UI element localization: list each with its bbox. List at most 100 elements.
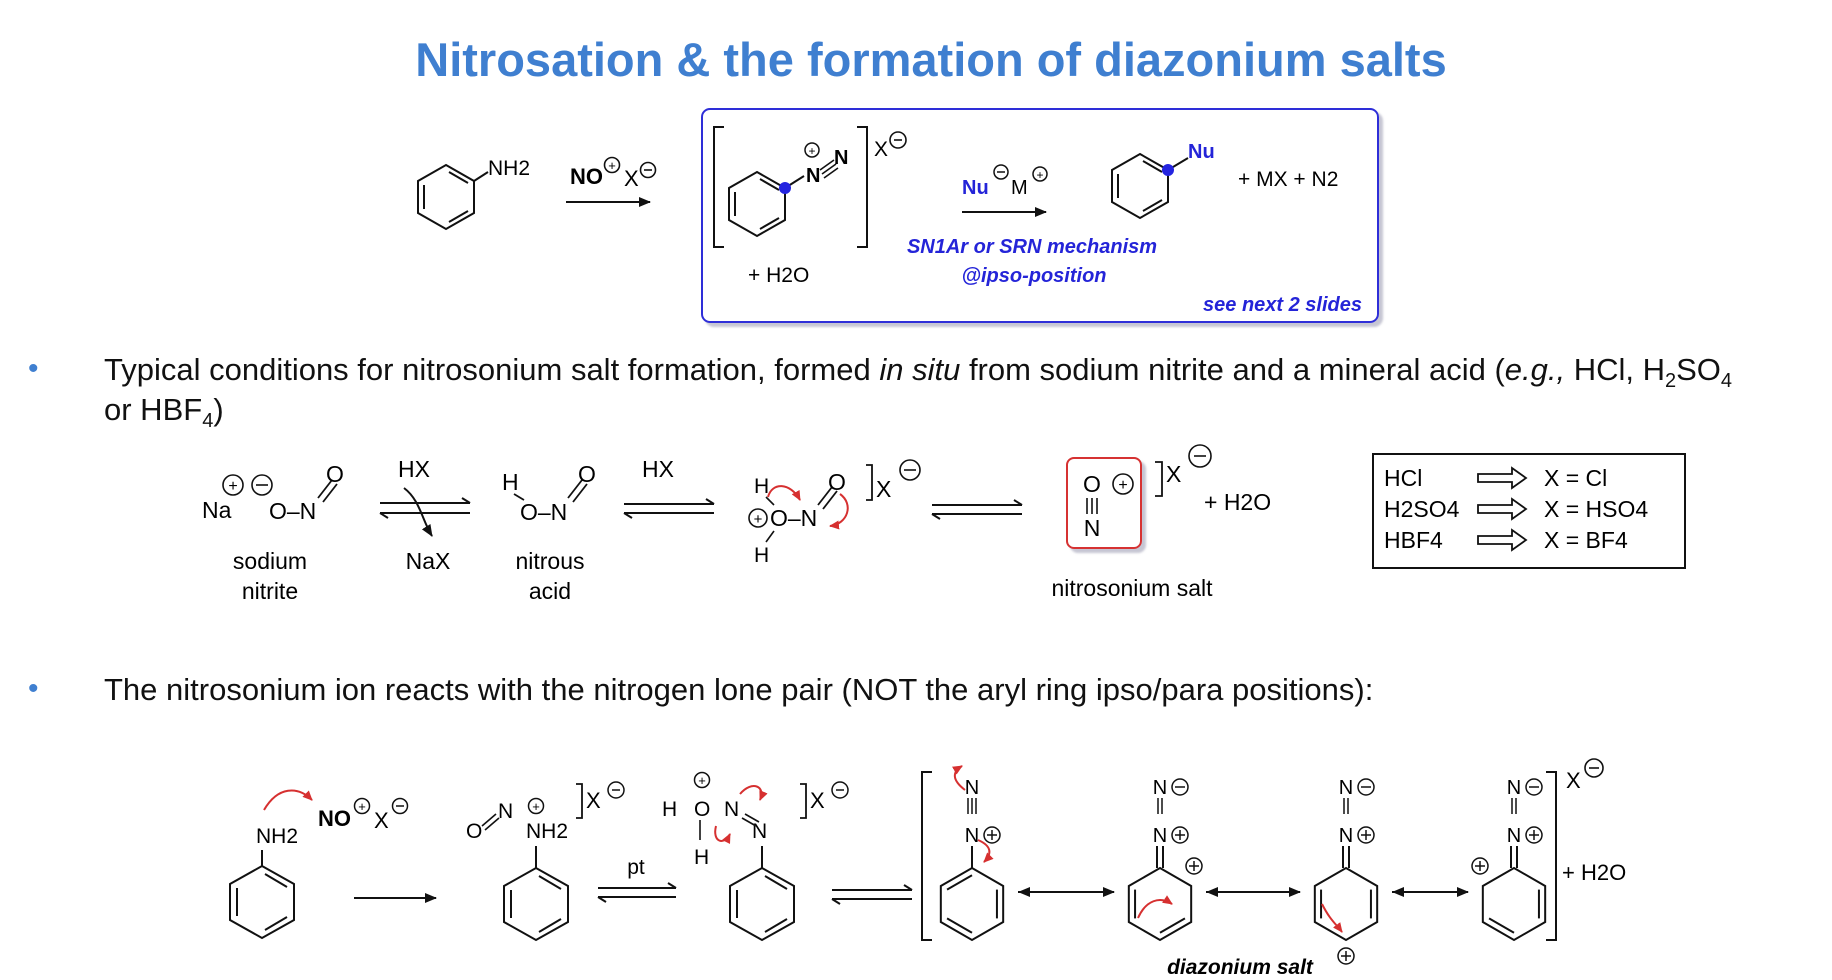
nn-n-label: N <box>498 800 513 823</box>
resonance-n-inner: N <box>1153 825 1167 847</box>
bullet-1-text-b: from sodium nitrite and a mineral acid ( <box>960 352 1505 387</box>
sodium-nitrite-label-1: sodium <box>233 548 307 574</box>
svg-text:+: + <box>1118 477 1127 494</box>
bullet-1-text-a: Typical conditions for nitrosonium salt … <box>104 352 880 387</box>
plus-charge-icon <box>804 142 820 158</box>
plus-charge-icon <box>1185 857 1203 875</box>
svg-text:+: + <box>1036 168 1043 182</box>
nitrous-h-label: H <box>502 469 519 495</box>
minus-charge-icon <box>391 797 409 815</box>
resonance-bracket: X + H2O diazonium salt <box>921 758 1626 979</box>
ipso-dot-icon <box>779 182 791 194</box>
plus-charge-icon <box>1032 166 1048 182</box>
o-n-label: O–N <box>269 498 316 524</box>
minus-charge-icon <box>889 131 907 149</box>
ipso-dot-icon <box>1162 164 1174 176</box>
resonance-n-inner: N <box>1339 825 1353 847</box>
nitrous-label-1: nitrous <box>515 548 584 574</box>
mechanism-line-1: SN1Ar or SRN mechanism <box>907 236 1157 258</box>
ph-h-bottom: H <box>754 544 769 567</box>
equilibrium-2: HX <box>623 456 715 519</box>
aniline-top: NH2 <box>417 157 530 231</box>
bullet-1-text-c: HCl, H <box>1565 352 1665 387</box>
top-no-reagent: NO <box>570 164 603 189</box>
acid-table-acid: HCl <box>1384 465 1422 491</box>
bullet-dot-1: • <box>28 352 39 385</box>
bullet-1-line-1: Typical conditions for nitrosonium salt … <box>104 352 1732 393</box>
bullet-1-sub-4: 4 <box>1720 370 1733 393</box>
top-reagent: NO + X <box>566 156 657 207</box>
diazonium-n1: N <box>806 165 820 187</box>
equilibrium-3 <box>931 499 1023 520</box>
top-x-counterion: X <box>624 166 639 191</box>
minus-charge-icon <box>607 781 625 799</box>
benzene-ring <box>939 866 1005 942</box>
diazonium-n2: N <box>834 147 848 169</box>
benzene-ring <box>1313 866 1379 942</box>
svg-text:+: + <box>608 158 616 173</box>
bullet-2-text: The nitrosonium ion reacts with the nitr… <box>104 672 1374 707</box>
minus-charge-icon <box>1171 778 1189 796</box>
protonated-nitrous-acid: H + O–N H O X <box>748 459 921 567</box>
curved-arrow-red <box>739 785 768 801</box>
minus-charge-icon <box>1525 778 1543 796</box>
bullet-1-sub-4b: 4 <box>202 410 214 433</box>
diazohydroxide: N N + H O H X <box>662 771 849 942</box>
nucleophile-step: Nu M + SN1Ar or SRN mechanism @ipso-posi… <box>907 164 1157 287</box>
pt-label: pt <box>627 856 645 879</box>
equilibrium-4 <box>831 884 913 905</box>
curved-arrow-red <box>951 765 966 791</box>
diazonium-bracket: N + N X + H2O <box>713 126 907 287</box>
minus-charge-icon <box>639 161 657 179</box>
curved-arrow-red <box>767 485 801 501</box>
bullet-1-line-2: or HBF4) <box>104 392 224 433</box>
implies-arrow-icon <box>1477 497 1528 521</box>
acid-table-acid: HBF4 <box>1384 527 1443 553</box>
bullet-1-text-d: SO <box>1676 352 1721 387</box>
plus-charge-icon <box>1357 826 1375 844</box>
plus-charge-icon <box>527 797 545 815</box>
proton-transfer-step: pt <box>597 856 677 903</box>
plus-charge-icon <box>353 797 371 815</box>
top-water: + H2O <box>748 264 809 287</box>
hx-label-1: HX <box>398 456 430 482</box>
plus-charge-icon <box>1525 826 1543 844</box>
top-nh2-label: NH2 <box>488 157 530 180</box>
curved-arrow-red <box>1137 895 1173 919</box>
bullet-1-text-e: or HBF <box>104 392 203 427</box>
bullet-1-sub-2: 2 <box>1664 370 1677 393</box>
plus-charge-icon <box>1112 473 1134 495</box>
see-next-slides: see next 2 slides <box>1203 294 1362 316</box>
resonance-n-outer: N <box>965 777 979 799</box>
dh-n-label: N <box>752 820 767 843</box>
n-nitrosoammonium: NH2 + N O X <box>466 781 625 942</box>
nitrosonium-water: + H2O <box>1204 489 1271 515</box>
bullet-1-in-situ: in situ <box>879 352 961 387</box>
nitrous-o-n-label: O–N <box>520 499 567 525</box>
ph-o-n-label: O–N <box>770 505 817 531</box>
curved-arrow-red <box>1321 903 1343 933</box>
equilibrium-1: HX NaX <box>379 456 471 574</box>
nitrosonium-o: O <box>1083 471 1101 497</box>
curved-arrow-red <box>829 493 849 530</box>
dh-h-label: H <box>662 798 677 821</box>
implies-arrow-icon <box>1477 466 1528 490</box>
sodium-nitrite: + Na O–N O sodium nitrite <box>202 461 344 604</box>
o-top-label: O <box>326 461 344 487</box>
acid-table-result: X = BF4 <box>1544 527 1628 553</box>
curved-arrow-red <box>977 839 994 863</box>
ph-o-top: O <box>828 469 846 495</box>
nitrous-o-top-label: O <box>578 461 596 487</box>
dh-x-counterion: X <box>810 788 825 813</box>
res-water: + H2O <box>1562 860 1626 885</box>
minus-charge-icon <box>1357 778 1375 796</box>
bottom-x-counterion: X <box>374 808 389 833</box>
plus-charge-icon <box>1171 826 1189 844</box>
res-x-counterion: X <box>1566 768 1581 793</box>
plus-charge-icon <box>983 826 1001 844</box>
bracket-x-counterion: X <box>874 138 888 161</box>
plus-charge-icon <box>1337 947 1355 965</box>
resonance-n-outer: N <box>1507 777 1521 799</box>
